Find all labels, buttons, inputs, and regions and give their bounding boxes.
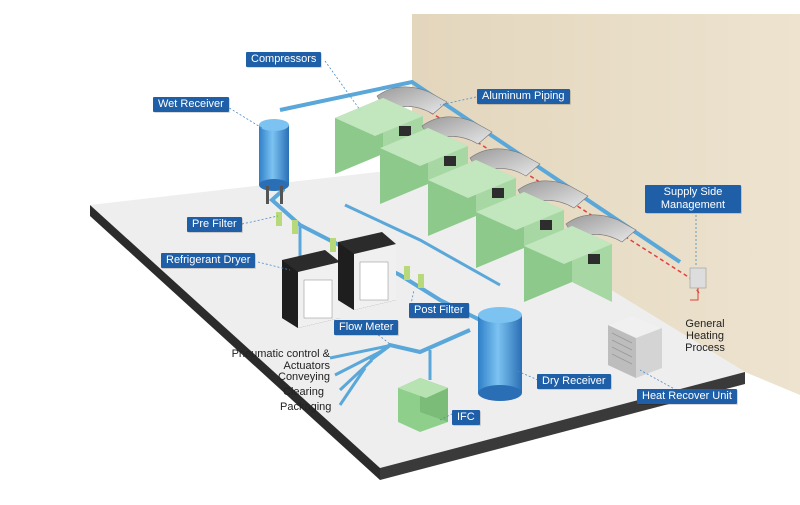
pneumatic-control-label: Pneumatic control & Actuators <box>231 348 330 372</box>
pipe-user-1 <box>329 344 389 360</box>
leader-refrigerant-dryer <box>257 261 291 271</box>
pipe-user-4 <box>338 367 367 406</box>
general-heating-process-label: General Heating Process <box>685 318 725 354</box>
leader-post-filter <box>409 289 415 310</box>
ifc-cabinet <box>398 378 448 432</box>
compressors-label: Compressors <box>246 52 322 67</box>
wet-receiver-label: Wet Receiver <box>153 97 229 112</box>
floor-edge-left <box>90 205 380 480</box>
wet-receiver-tank <box>259 119 289 204</box>
pipe-compressor-feed <box>344 203 501 287</box>
compressor-unit <box>524 214 637 302</box>
ifc-label: IFC <box>452 410 480 425</box>
refrigerant-dryer-2 <box>338 232 396 310</box>
refrigerant-dryer-label: Refrigerant Dryer <box>161 253 256 268</box>
refrigerant-dryer-1 <box>282 250 340 328</box>
supply-side-management-label: Supply Side Management <box>645 185 741 213</box>
leader-compressors <box>324 60 361 111</box>
aluminum-piping-label: Aluminum Piping <box>477 89 570 104</box>
leader-dry-receiver <box>514 369 539 381</box>
pre-filters <box>276 212 336 252</box>
dry-receiver-tank <box>478 307 522 401</box>
pre-filter-label: Pre Filter <box>187 217 242 232</box>
post-filter-label: Post Filter <box>409 303 469 318</box>
leader-ifc <box>439 411 457 421</box>
supply-side-management-panel <box>689 267 707 301</box>
heat-recover-unit-label: Heat Recover Unit <box>637 389 737 404</box>
pipe-user-2 <box>334 350 381 377</box>
pipe-user-3 <box>338 358 374 392</box>
floor-slab <box>90 168 745 468</box>
air-manifold-pipe <box>279 79 682 264</box>
dry-receiver-label: Dry Receiver <box>537 374 611 389</box>
conveying-label: Conveying <box>278 371 330 383</box>
packaging-label: Packaging <box>280 401 332 413</box>
leader-wet-receiver <box>225 105 263 129</box>
post-filters <box>404 266 424 288</box>
flow-meter-label: Flow Meter <box>334 320 399 335</box>
clearing-label: Clearing <box>283 386 324 398</box>
heat-recover-unit <box>608 315 662 378</box>
compressors-group <box>335 86 637 302</box>
back-wall <box>412 14 800 395</box>
